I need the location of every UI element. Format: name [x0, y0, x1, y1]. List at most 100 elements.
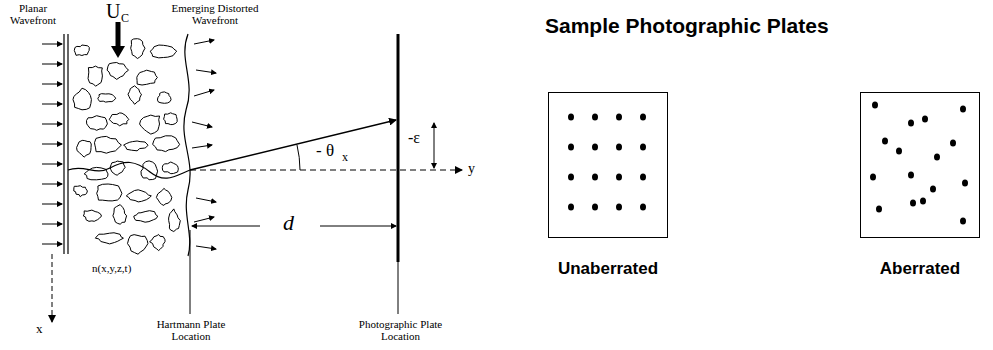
turbulent-eddies	[73, 39, 180, 255]
angle-symbol: - θ	[316, 142, 334, 159]
spot	[908, 172, 914, 179]
photographic-plate	[397, 34, 400, 262]
spot	[592, 144, 598, 151]
outgoing-ray	[194, 217, 214, 222]
eddy	[74, 45, 89, 56]
wavefront-label: Planar Wavefront	[2, 2, 64, 26]
eddy	[169, 209, 181, 232]
eddy	[88, 66, 102, 86]
eddy	[156, 188, 171, 205]
incoming-ray	[42, 84, 62, 85]
spot	[592, 114, 598, 121]
spot	[616, 174, 622, 181]
eddy	[107, 63, 128, 80]
spot	[920, 198, 926, 205]
plate-caption: Unaberrated	[558, 259, 658, 279]
spot	[930, 186, 936, 193]
x-axis	[52, 254, 53, 322]
incoming-rays	[42, 44, 62, 244]
eddy	[141, 161, 158, 180]
deflected-ray	[190, 120, 396, 170]
spot	[568, 204, 574, 211]
outgoing-ray	[196, 246, 216, 249]
angle-arc	[297, 145, 300, 170]
spot	[568, 114, 574, 121]
eddy	[97, 184, 122, 201]
eddy	[113, 205, 127, 225]
eddy	[73, 88, 91, 110]
spot	[616, 114, 622, 121]
dimension-arrow	[320, 226, 396, 227]
outgoing-ray	[196, 198, 216, 202]
dimension-arrow	[192, 226, 260, 227]
eddy	[95, 233, 123, 244]
spot	[616, 144, 622, 151]
incoming-ray	[42, 224, 62, 225]
incoming-ray	[42, 184, 62, 185]
eddy	[124, 141, 148, 151]
displacement-symbol: -ε	[408, 130, 420, 146]
spot	[640, 204, 646, 211]
location-label: Hartmann Plate Location	[136, 318, 246, 342]
spot	[568, 144, 574, 151]
eddy	[131, 39, 145, 59]
eddy	[74, 186, 88, 197]
incoming-ray	[42, 64, 62, 65]
photographic-location-line	[398, 262, 399, 314]
spot	[962, 180, 968, 187]
eddy	[134, 211, 158, 223]
incoming-ray	[42, 124, 62, 125]
spot	[640, 174, 646, 181]
location-label: Photographic Plate Location	[343, 318, 458, 342]
eddy	[150, 234, 166, 250]
spot	[640, 114, 646, 121]
eddy	[157, 92, 171, 103]
outgoing-rays	[192, 40, 216, 249]
eddy	[162, 162, 178, 174]
hartmann-location-line	[190, 230, 191, 314]
outgoing-ray	[192, 145, 212, 148]
eddy	[128, 86, 142, 105]
refractive-index-label: n(x,y,z,t)	[92, 262, 131, 274]
spot	[640, 144, 646, 151]
incoming-ray	[42, 104, 62, 105]
eddy	[98, 94, 116, 102]
velocity-symbol: U	[106, 0, 120, 22]
spot	[568, 174, 574, 181]
eddy	[137, 70, 158, 85]
spot	[592, 174, 598, 181]
spot-pattern	[549, 93, 666, 236]
spot	[870, 174, 876, 181]
photographic-plate: Aberrated	[860, 92, 980, 238]
convection-arrow	[116, 22, 121, 52]
outgoing-ray	[194, 90, 214, 96]
displacement-arrow	[434, 146, 435, 168]
eddy	[86, 116, 107, 131]
distorted-wavefront	[184, 34, 190, 256]
velocity-subscript: C	[121, 12, 129, 25]
spot	[592, 204, 598, 211]
ray-path	[68, 162, 190, 178]
spot	[876, 206, 882, 213]
eddy	[153, 136, 180, 152]
spot	[960, 106, 966, 113]
incoming-ray	[42, 144, 62, 145]
spot	[950, 140, 956, 147]
eddy	[77, 140, 92, 157]
incoming-ray	[42, 44, 62, 45]
axis-label: x	[36, 322, 43, 336]
eddy	[109, 113, 129, 126]
outgoing-ray	[192, 122, 212, 127]
incoming-ray	[42, 164, 62, 165]
spot	[910, 200, 916, 207]
axis-label: y	[468, 161, 475, 176]
spot	[960, 218, 966, 225]
planar-wavefront	[67, 34, 68, 254]
plate-heading: Sample Photographic Plates	[545, 14, 829, 38]
wavefront-label: Emerging Distorted Wavefront	[150, 2, 280, 26]
eddy	[150, 45, 177, 58]
incoming-ray	[42, 204, 62, 205]
y-axis	[190, 170, 462, 171]
incoming-ray	[42, 244, 62, 245]
